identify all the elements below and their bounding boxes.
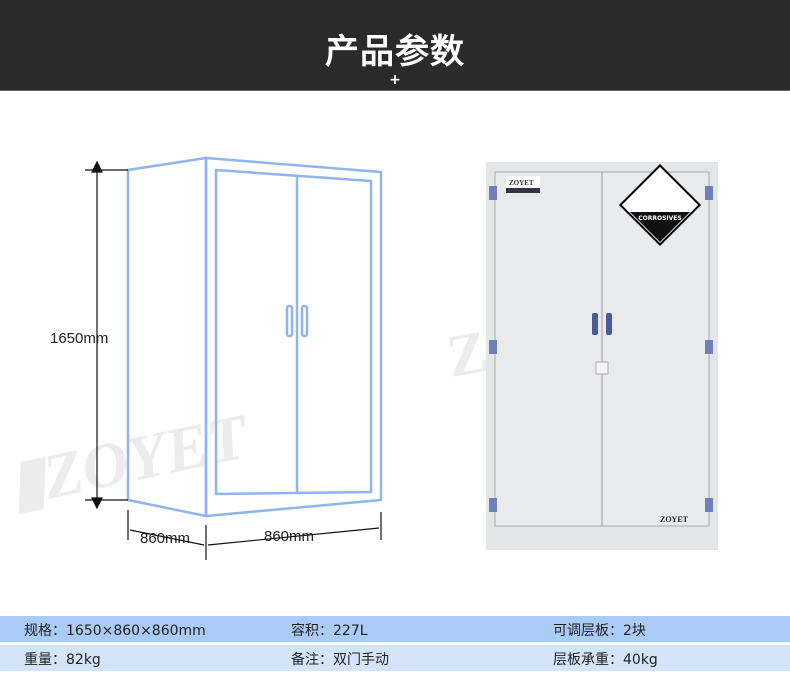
page-title: 产品参数 xyxy=(325,32,465,72)
svg-text:ZOYET: ZOYET xyxy=(660,515,689,524)
width-dimension: 860mm xyxy=(264,528,315,545)
height-dimension: 1650mm xyxy=(50,330,109,347)
cabinet-photo: ZOYET CORROSIVES ZOYET xyxy=(486,162,718,550)
svg-text:▮ZOYET: ▮ZOYET xyxy=(2,400,256,520)
header: 产品参数 + xyxy=(0,0,790,91)
svg-text:ZOYET: ZOYET xyxy=(509,179,534,187)
dimension-lines xyxy=(85,160,382,560)
spec-row: 规格：1650×860×860mm 容积：227L 可调层板：2块 xyxy=(0,616,790,642)
plus-mark: + xyxy=(389,72,401,88)
spec-shelves: 可调层板：2块 xyxy=(553,623,646,639)
spec-row: 重量：82kg 备注：双门手动 层板承重：40kg xyxy=(0,645,790,671)
cabinet-outline xyxy=(126,156,383,518)
spec-volume: 容积：227L xyxy=(291,623,368,639)
spec-note: 备注：双门手动 xyxy=(291,652,389,668)
spec-weight: 重量：82kg xyxy=(24,652,101,668)
spec-shelf-load: 层板承重：40kg xyxy=(553,652,658,668)
spec-size: 规格：1650×860×860mm xyxy=(24,623,206,639)
watermark-left: ▮ZOYET xyxy=(2,400,256,520)
svg-text:CORROSIVES: CORROSIVES xyxy=(638,215,681,222)
depth-dimension: 860mm xyxy=(140,530,191,547)
